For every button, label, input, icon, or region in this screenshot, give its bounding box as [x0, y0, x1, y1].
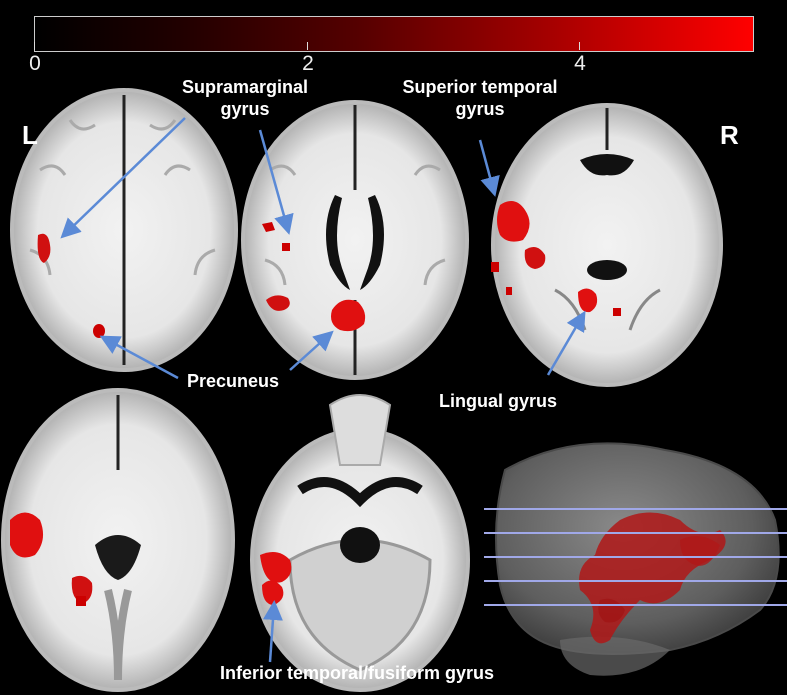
inferior-temporal-fusiform-label: Inferior temporal/fusiform gyrus: [219, 663, 495, 683]
colorbar-tick-label: 2: [302, 52, 314, 75]
colorbar-tick-label: 4: [574, 52, 586, 75]
activation-blob: [613, 308, 621, 316]
activation-blob: [491, 262, 499, 272]
activation-blob: [76, 596, 86, 606]
activation-blob: [93, 324, 105, 338]
right-orientation-label: R: [720, 120, 739, 150]
slice-guide-lines: [484, 508, 787, 606]
activation-blob: [524, 246, 546, 269]
lingual-gyrus-label: Lingual gyrus: [438, 391, 557, 411]
activation-blob: [331, 299, 366, 332]
axial-slice-5: [250, 394, 470, 692]
colorbar-tick-label: 0: [29, 52, 41, 75]
colorbar-tick: [579, 42, 580, 50]
precuneus-label: Precuneus: [186, 371, 280, 391]
colorbar: [34, 16, 754, 52]
activation-blob: [578, 288, 598, 313]
brain-3d-render: [484, 442, 787, 676]
supramarginal-line2: gyrus: [220, 99, 270, 119]
activation-blob: [282, 243, 290, 251]
activation-blob: [506, 287, 512, 295]
supramarginal-line1: Supramarginal: [181, 77, 309, 97]
superior-temporal-gyrus-label: Superior temporal gyrus: [382, 76, 578, 120]
activation-blob: [262, 222, 275, 232]
axial-slice-1: [10, 88, 238, 372]
left-orientation-label: L: [22, 120, 38, 150]
supramarginal-gyrus-label: Supramarginal gyrus: [170, 76, 320, 120]
annotation-arrows: [60, 117, 586, 663]
activation-blob: [262, 580, 284, 605]
activation-blob: [10, 512, 44, 558]
colorbar-tick: [307, 42, 308, 50]
activation-blob: [497, 201, 530, 242]
activation-blob: [266, 295, 290, 311]
axial-slice-4: [1, 388, 235, 692]
axial-slice-3: [491, 103, 723, 387]
activation-blob: [260, 551, 292, 583]
activation-blob: [37, 233, 51, 263]
axial-slice-2: [241, 100, 469, 380]
colorbar-tick: [34, 42, 35, 50]
superior-temporal-line2: gyrus: [455, 99, 505, 119]
superior-temporal-line1: Superior temporal: [402, 77, 558, 97]
